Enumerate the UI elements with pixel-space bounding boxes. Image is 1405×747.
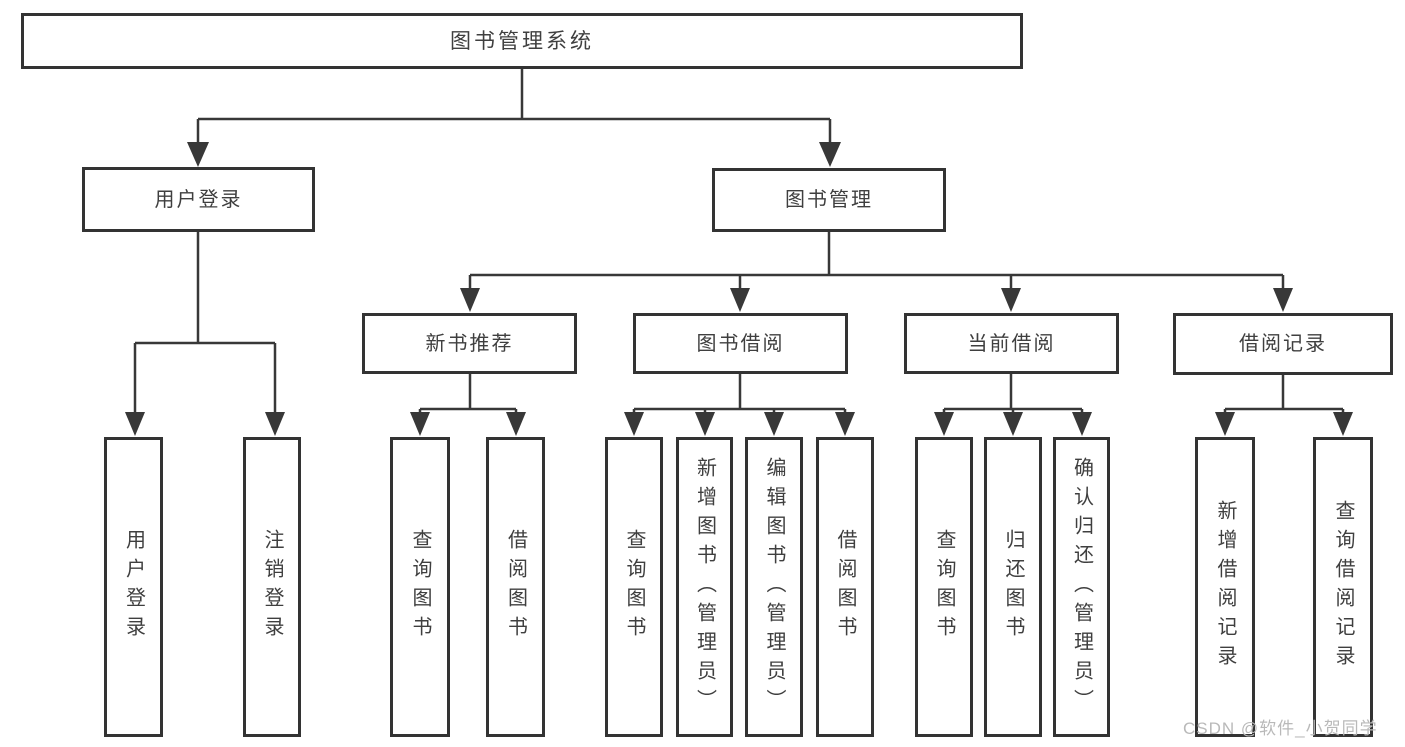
connector-new-book-to-leaves xyxy=(410,374,526,436)
node-root-system: 图书管理系统 xyxy=(21,13,1023,69)
node-book-management: 图书管理 xyxy=(712,168,946,232)
node-user-login: 用户登录 xyxy=(82,167,315,232)
node-borrow-record: 借阅记录 xyxy=(1173,313,1393,375)
connector-borrow-record-to-leaves xyxy=(1215,375,1353,436)
leaf-user-login: 用户登录 xyxy=(104,437,163,737)
connector-current-borrow-to-leaves xyxy=(934,374,1092,436)
leaf-borrow-books: 借阅图书 xyxy=(816,437,874,737)
leaf-borrow-books-recommend: 借阅图书 xyxy=(486,437,545,737)
node-current-borrow: 当前借阅 xyxy=(904,313,1119,374)
leaf-query-borrow-record: 查询借阅记录 xyxy=(1313,437,1373,737)
leaf-query-books-current: 查询图书 xyxy=(915,437,973,737)
csdn-watermark: CSDN @软件_小贺同学 xyxy=(1183,719,1378,738)
leaf-return-books: 归还图书 xyxy=(984,437,1042,737)
connector-book-borrow-to-leaves xyxy=(624,374,855,436)
leaf-query-books-recommend: 查询图书 xyxy=(390,437,450,737)
connector-root-to-level2 xyxy=(187,69,841,167)
leaf-edit-books-admin: 编辑图书（管理员） xyxy=(745,437,803,737)
connector-user-login-to-leaves xyxy=(125,232,285,436)
node-book-borrow: 图书借阅 xyxy=(633,313,848,374)
leaf-logout: 注销登录 xyxy=(243,437,301,737)
leaf-query-books-borrow: 查询图书 xyxy=(605,437,663,737)
leaf-add-borrow-record: 新增借阅记录 xyxy=(1195,437,1255,737)
connector-book-mgmt-to-level3 xyxy=(460,232,1293,312)
leaf-add-books-admin: 新增图书（管理员） xyxy=(676,437,733,737)
leaf-confirm-return-admin: 确认归还（管理员） xyxy=(1053,437,1110,737)
node-new-book-recommend: 新书推荐 xyxy=(362,313,577,374)
